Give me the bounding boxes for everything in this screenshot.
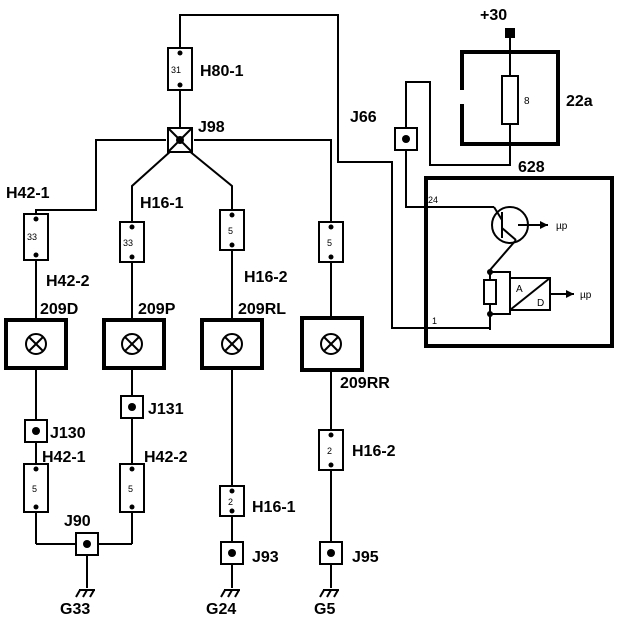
connector-h80-1: 31 H80-1 bbox=[167, 47, 244, 91]
lamp-icon bbox=[221, 333, 243, 355]
splice-j66: J66 bbox=[350, 109, 418, 151]
svg-text:5: 5 bbox=[327, 238, 332, 248]
j95-label: J95 bbox=[352, 549, 379, 566]
lamp-209rl-label: 209RL bbox=[238, 301, 286, 318]
connector-h16-2-bottom: 2 H16-2 bbox=[318, 429, 396, 471]
lamp-209d: 209D bbox=[4, 301, 78, 370]
lamp-209d-label: 209D bbox=[40, 301, 78, 318]
fuse-value: 8 bbox=[524, 96, 530, 107]
module-pin-24: 24 bbox=[428, 195, 438, 205]
j93-label: J93 bbox=[252, 549, 279, 566]
connector-h16-1-bottom: 2 H16-1 bbox=[219, 485, 296, 517]
wires bbox=[35, 14, 511, 588]
h16-2-bottom-label: H16-2 bbox=[352, 443, 396, 460]
fuse-label: 22a bbox=[566, 93, 593, 110]
module-pin-1: 1 bbox=[432, 316, 437, 326]
connector-h42-2-bottom: 5 H42-2 bbox=[119, 449, 188, 513]
h42-2-bottom-label: H42-2 bbox=[144, 449, 188, 466]
lamp-209rl: 209RL bbox=[200, 301, 286, 370]
lamp-icon bbox=[25, 333, 47, 355]
h16-1-bottom-label: H16-1 bbox=[252, 499, 296, 516]
splice-j93: J93 bbox=[220, 541, 279, 566]
h80-label: H80-1 bbox=[200, 63, 244, 80]
module-628: 628 24 1 µp A D µp bbox=[424, 159, 614, 348]
splice-j95: J95 bbox=[319, 541, 379, 566]
ground-g24: G24 bbox=[206, 589, 240, 618]
svg-text:5: 5 bbox=[128, 484, 133, 494]
connector-h16-2-top: 5 H16-2 bbox=[244, 221, 344, 286]
lamp-209rr: 209RR bbox=[300, 316, 390, 392]
svg-text:5: 5 bbox=[228, 226, 233, 236]
j98-label: J98 bbox=[198, 119, 225, 136]
splice-j90: J90 bbox=[64, 513, 99, 556]
connector-h16-1-top: 5 H16-1 bbox=[140, 195, 245, 251]
svg-text:33: 33 bbox=[27, 232, 37, 242]
fuse-box-22a: 8 22a bbox=[455, 50, 593, 146]
h42-1-top-label: H42-1 bbox=[6, 185, 50, 202]
svg-text:2: 2 bbox=[327, 446, 332, 456]
svg-text:2: 2 bbox=[228, 497, 233, 507]
lamp-209p: 209P bbox=[102, 301, 176, 370]
connector-h42-1-top: 33 H42-1 bbox=[6, 185, 50, 261]
lamp-icon bbox=[320, 333, 342, 355]
ground-g5: G5 bbox=[314, 589, 339, 618]
power-supply: +30 bbox=[480, 7, 515, 38]
j66-label: J66 bbox=[350, 109, 377, 126]
svg-text:5: 5 bbox=[32, 484, 37, 494]
j130-label: J130 bbox=[50, 425, 86, 442]
connector-h42-1-bottom: 5 H42-1 bbox=[23, 449, 86, 513]
ground-g33: G33 bbox=[60, 589, 95, 618]
lamp-209p-label: 209P bbox=[138, 301, 176, 318]
h42-2-top-label: H42-2 bbox=[46, 273, 90, 290]
ground-g5-label: G5 bbox=[314, 601, 335, 618]
connector-h42-2-top: 33 H42-2 bbox=[46, 221, 145, 290]
up-bottom-label: µp bbox=[580, 290, 592, 301]
h16-2-top-label: H16-2 bbox=[244, 269, 288, 286]
j90-label: J90 bbox=[64, 513, 91, 530]
ground-g33-label: G33 bbox=[60, 601, 90, 618]
ad-d-label: D bbox=[537, 298, 544, 309]
up-top-label: µp bbox=[556, 221, 568, 232]
splice-j130: J130 bbox=[24, 419, 86, 443]
svg-text:31: 31 bbox=[171, 65, 181, 75]
j131-label: J131 bbox=[148, 401, 184, 418]
lamp-icon bbox=[121, 333, 143, 355]
lamp-209rr-label: 209RR bbox=[340, 375, 390, 392]
module-label: 628 bbox=[518, 159, 545, 176]
svg-text:33: 33 bbox=[123, 238, 133, 248]
ad-a-label: A bbox=[516, 284, 523, 295]
ground-g24-label: G24 bbox=[206, 601, 236, 618]
splice-j131: J131 bbox=[120, 395, 184, 419]
h16-1-top-label: H16-1 bbox=[140, 195, 184, 212]
power-label: +30 bbox=[480, 7, 507, 24]
h42-1-bottom-label: H42-1 bbox=[42, 449, 86, 466]
splice-j98: J98 bbox=[167, 119, 225, 153]
